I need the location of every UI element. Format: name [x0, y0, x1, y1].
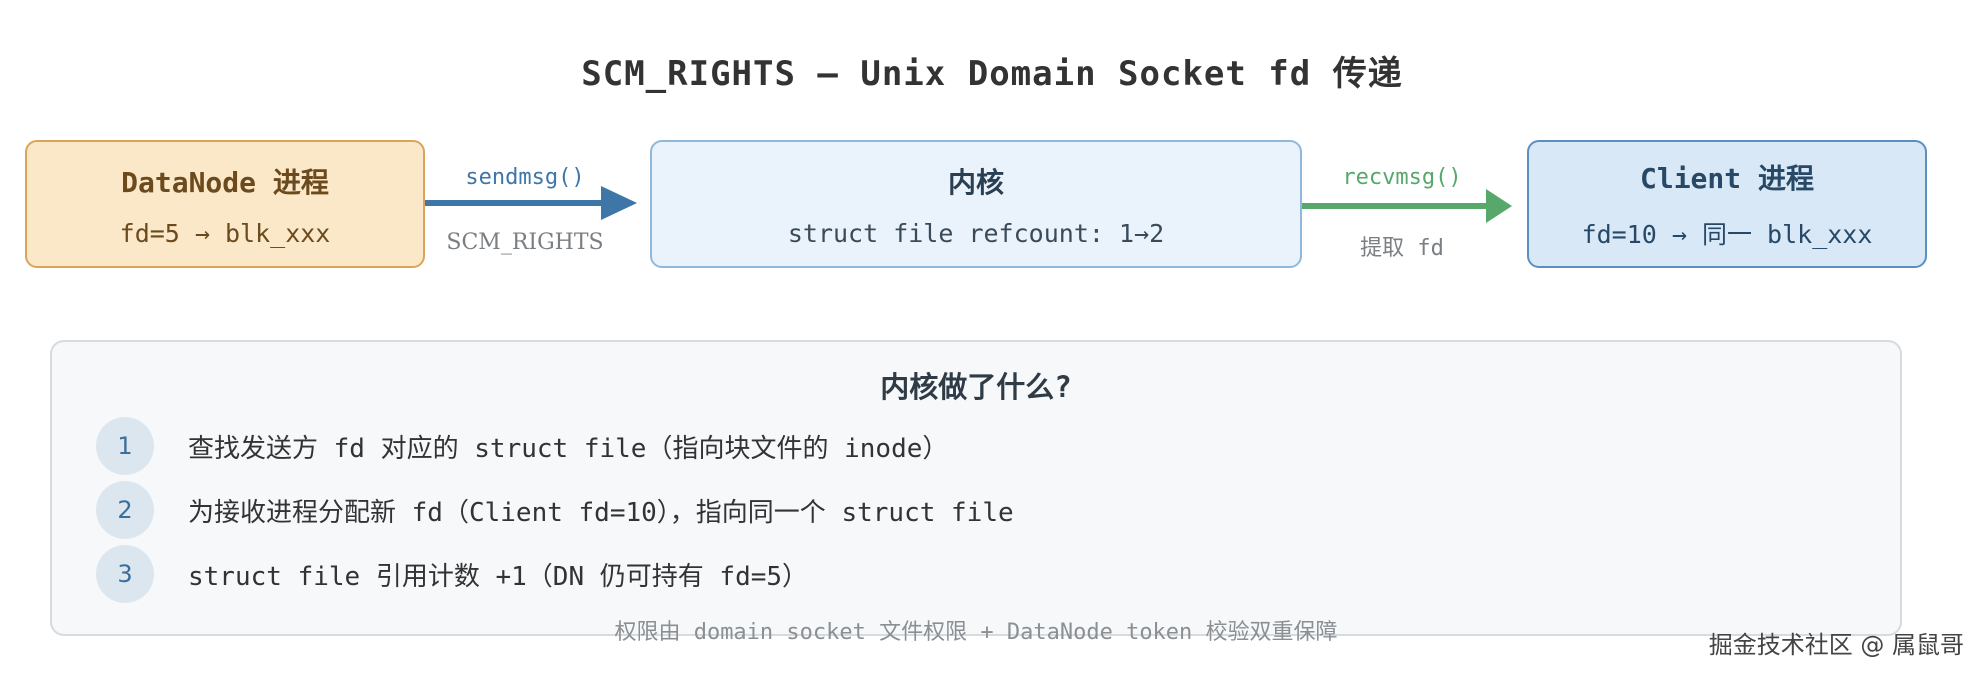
step-text: 查找发送方 fd 对应的 struct file（指向块文件的 inode） — [188, 433, 949, 464]
step-number-badge: 3 — [96, 545, 154, 603]
datanode-process-desc: fd=5 → blk_xxx — [119, 218, 331, 248]
recvmsg-label: recvmsg() — [1342, 165, 1462, 190]
client-process-box: Client 进程 fd=10 → 同一 blk_xxx — [1527, 140, 1927, 268]
kernel-desc: struct file refcount: 1→2 — [787, 218, 1165, 248]
panel-title: 内核做了什么? — [880, 370, 1072, 404]
watermark: 掘金技术社区 @ 属鼠哥 — [1708, 631, 1964, 659]
step-item: 1 查找发送方 fd 对应的 struct file（指向块文件的 inode） — [96, 416, 948, 476]
kernel-name: 内核 — [947, 165, 1004, 199]
permission-footnote: 权限由 domain socket 文件权限 + DataNode token … — [614, 620, 1338, 645]
step-number-badge: 1 — [96, 417, 154, 475]
kernel-box: 内核 struct file refcount: 1→2 — [650, 140, 1302, 268]
recvmsg-arrow — [1302, 186, 1527, 226]
recvmsg-arrow-shape — [1302, 189, 1512, 223]
step-item: 2 为接收进程分配新 fd（Client fd=10），指向同一个 struct… — [96, 480, 1014, 540]
kernel-explanation-panel: 内核做了什么? 1 查找发送方 fd 对应的 struct file（指向块文件… — [50, 340, 1902, 645]
extract-fd-label: 提取 fd — [1360, 236, 1444, 261]
scm-rights-label: SCM_RIGHTS — [446, 230, 604, 255]
step-text: 为接收进程分配新 fd（Client fd=10），指向同一个 struct f… — [188, 497, 1014, 528]
datanode-process-name: DataNode 进程 — [121, 165, 329, 199]
client-process-desc: fd=10 → 同一 blk_xxx — [1581, 220, 1873, 249]
step-text: struct file 引用计数 +1（DN 仍可持有 fd=5） — [188, 561, 809, 592]
diagram-title: SCM_RIGHTS — Unix Domain Socket fd 传递 — [581, 54, 1403, 94]
sendmsg-arrow — [425, 183, 650, 223]
sendmsg-label: sendmsg() — [465, 165, 585, 190]
step-item: 3 struct file 引用计数 +1（DN 仍可持有 fd=5） — [96, 544, 808, 604]
step-number-badge: 2 — [96, 481, 154, 539]
client-process-name: Client 进程 — [1639, 162, 1814, 195]
datanode-process-box: DataNode 进程 fd=5 → blk_xxx — [25, 140, 425, 268]
sendmsg-arrow-shape — [425, 186, 637, 220]
